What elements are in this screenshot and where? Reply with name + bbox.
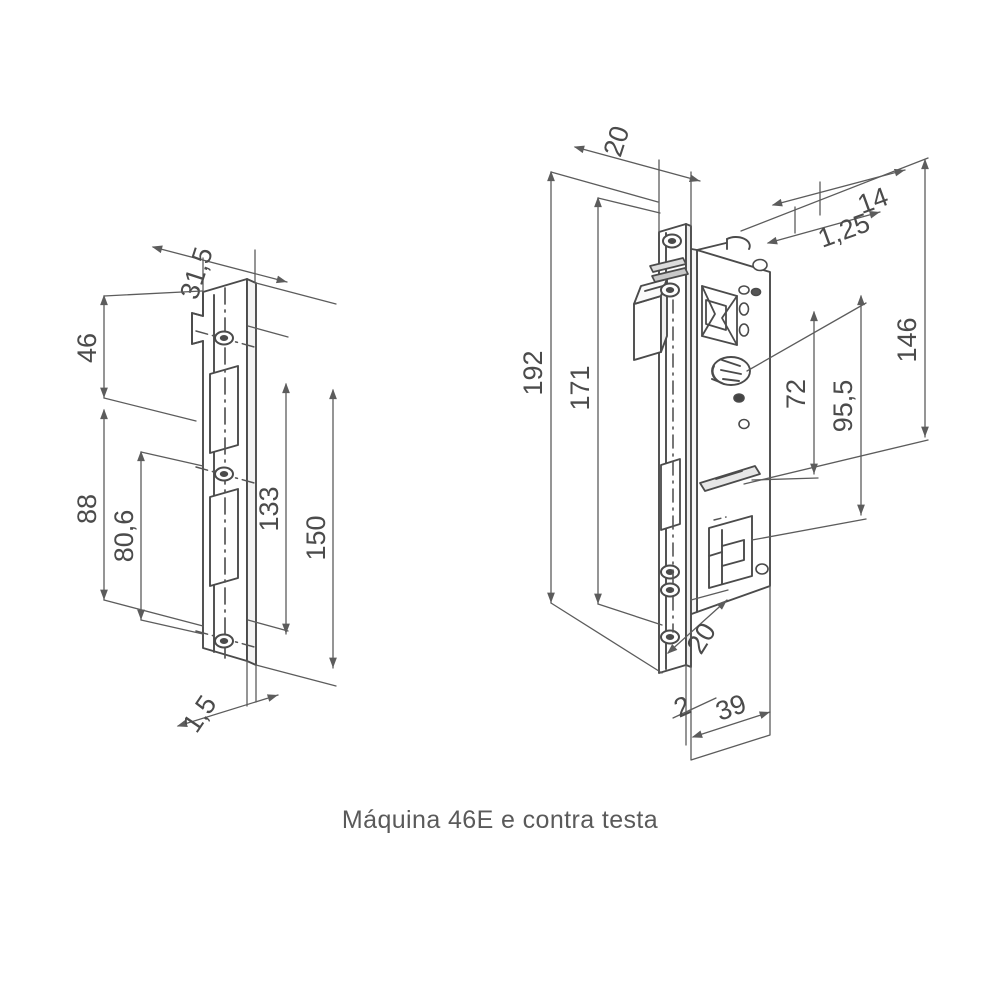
dim-133 bbox=[247, 325, 290, 635]
dim-20-bottom bbox=[667, 589, 729, 654]
auxiliary-latch-parts bbox=[649, 257, 689, 283]
latch-bolt bbox=[633, 278, 671, 361]
dim-88 bbox=[100, 408, 204, 627]
view-contra-testa: 31,5 46 88 80,6 bbox=[72, 244, 337, 738]
dim-31-5 bbox=[151, 245, 288, 293]
faceplate-deadbolt-cutout bbox=[660, 458, 681, 531]
dim-20-top bbox=[573, 145, 701, 233]
dim-46 bbox=[100, 290, 203, 422]
cylinder-housing-lower bbox=[708, 515, 753, 589]
dim-95-5 bbox=[857, 294, 865, 516]
faceplate-screw-lower-b bbox=[660, 582, 680, 598]
dim-label-133: 133 bbox=[254, 486, 284, 531]
faceplate-screw-bottom bbox=[660, 629, 680, 645]
dim-1-25 bbox=[766, 206, 881, 245]
dim-192 bbox=[547, 170, 663, 674]
fixing-screw-bottom bbox=[214, 633, 234, 649]
dim-label-80-6: 80,6 bbox=[109, 510, 139, 563]
dim-2 bbox=[672, 697, 717, 719]
dim-146-extension bbox=[740, 157, 929, 485]
dim-1-5 bbox=[176, 660, 279, 728]
dim-72-95-extension bbox=[746, 302, 867, 541]
dim-39 bbox=[691, 711, 771, 738]
dim-146 bbox=[921, 158, 929, 438]
dim-label-46: 46 bbox=[72, 333, 102, 363]
dim-80-6 bbox=[137, 450, 204, 635]
follower-hub bbox=[701, 285, 738, 346]
dim-label-171: 171 bbox=[565, 365, 595, 410]
dim-150 bbox=[255, 282, 337, 687]
latch-cutout-upper bbox=[209, 365, 239, 454]
dim-label-88: 88 bbox=[72, 494, 102, 524]
dim-label-95-5: 95,5 bbox=[828, 380, 858, 433]
cylinder-housing-hidden-edge bbox=[713, 516, 727, 521]
view-maquina-46e: 20 14 1,25 192 bbox=[518, 122, 929, 761]
deadbolt-slot bbox=[699, 465, 761, 492]
fixing-screw-top bbox=[214, 330, 234, 346]
deadbolt-cutout-lower bbox=[209, 488, 239, 587]
dim-label-72: 72 bbox=[781, 379, 811, 409]
fixing-screw-middle bbox=[214, 466, 234, 482]
faceplate-screw-top bbox=[662, 233, 682, 249]
faceplate-screw-upper-mid bbox=[660, 282, 680, 298]
dim-label-192: 192 bbox=[518, 350, 548, 395]
depth-construction-box bbox=[685, 585, 771, 761]
cylinder-cam bbox=[711, 356, 751, 386]
faceplate-screw-lower-a bbox=[660, 564, 680, 580]
strike-plate-notch bbox=[191, 291, 204, 345]
figure-caption: Máquina 46E e contra testa bbox=[341, 806, 659, 834]
dim-171 bbox=[594, 196, 663, 626]
dim-label-1-25: 1,25 bbox=[814, 207, 874, 253]
dim-label-146: 146 bbox=[892, 317, 922, 362]
dim-label-39: 39 bbox=[712, 688, 750, 726]
dim-label-1-5: 1,5 bbox=[177, 690, 223, 738]
dim-label-150: 150 bbox=[301, 515, 331, 560]
